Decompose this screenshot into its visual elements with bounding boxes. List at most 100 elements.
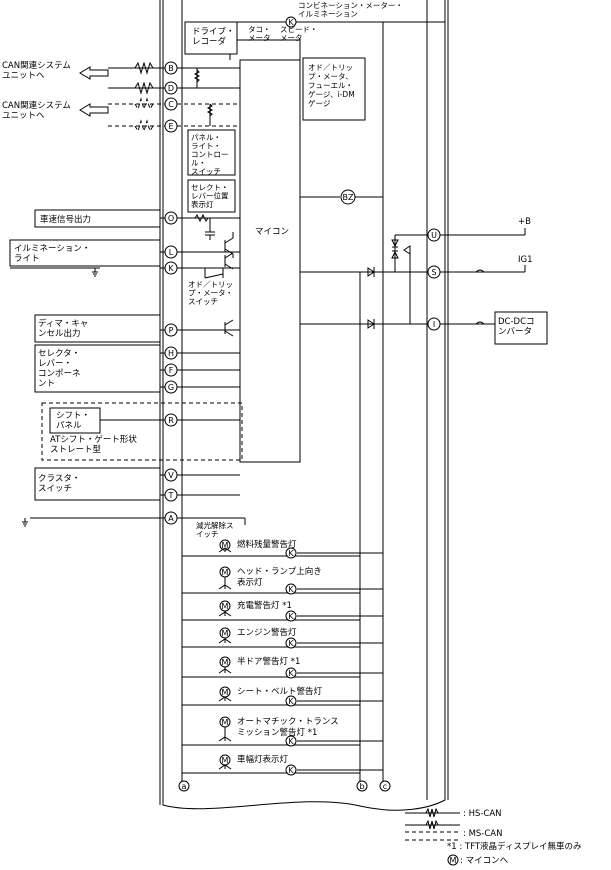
pin-g: G xyxy=(168,383,174,392)
can-system-label-2: CAN関連システムユニットへ xyxy=(2,100,71,121)
terminal-a: a xyxy=(182,782,187,791)
lamp-4-k-circle xyxy=(285,667,297,679)
meter-illumination-k: K xyxy=(288,18,294,27)
pin-f: F xyxy=(169,366,174,375)
lamp-4-label: 半ドア警告灯 *1 xyxy=(237,656,300,667)
lamp-1-micom: M xyxy=(222,568,229,577)
lamp-2-k: K xyxy=(288,612,294,621)
pin-e: E xyxy=(168,122,173,131)
lamp-6-switch xyxy=(218,727,232,742)
pin-o: O xyxy=(168,214,174,223)
lamp-2-label: 充電警告灯 *1 xyxy=(237,600,292,611)
lamp-5-switch xyxy=(218,696,232,702)
pin-p: P xyxy=(169,326,174,335)
lamp-1-label: ヘッド・ランプ上向き表示灯 xyxy=(237,566,322,588)
pin-r-circle xyxy=(164,413,178,427)
pin-v-circle xyxy=(164,468,178,482)
lamp-6-k: K xyxy=(288,737,294,746)
pin-c-circle xyxy=(164,97,178,111)
lamp-5-label: シート・ベルト警告灯 xyxy=(237,686,323,697)
lamp-7-label: 車幅灯表示灯 xyxy=(237,754,289,765)
terminal-c-circle xyxy=(379,780,391,792)
pin-t: T xyxy=(168,491,174,500)
pin-v: V xyxy=(168,471,174,480)
pin-c: C xyxy=(168,100,174,109)
diagram-labels: コンビネーション・メーター・イルミネーションドライブ・レコーダタコ・メータスピー… xyxy=(2,1,582,866)
lamp-3-switch xyxy=(218,638,232,644)
pin-t-circle xyxy=(164,488,178,502)
lamp-4-micom: M xyxy=(222,658,229,667)
pin-i-circle xyxy=(427,317,441,331)
can-system-label-1: CAN関連システムユニットへ xyxy=(2,60,71,81)
legend-hs-can: : HS-CAN xyxy=(463,809,502,819)
lamp-3-k: K xyxy=(288,639,294,648)
lamp-7-k-circle xyxy=(285,764,297,776)
lamp-4-k: K xyxy=(288,669,294,678)
pin-b-circle xyxy=(164,61,178,75)
pin-s: S xyxy=(431,268,436,277)
pin-b: B xyxy=(168,64,174,73)
legend-m-note: : マイコンへ xyxy=(460,856,509,866)
at-shift-gate-label: ATシフト・ゲート形状ストレート型 xyxy=(50,434,137,455)
lamp-2-k-circle xyxy=(285,610,297,622)
buzzer-circle xyxy=(340,189,356,205)
legend-ms-can: : MS-CAN xyxy=(463,829,502,839)
lamp-0-micom: M xyxy=(222,541,229,550)
lamp-2-switch xyxy=(218,611,232,617)
lamp-0-switch xyxy=(218,547,232,553)
lamp-0-k: K xyxy=(288,549,294,558)
pin-k-circle xyxy=(164,261,178,275)
odo-switch-label: オド／トリップ・メータ・スイッチ xyxy=(188,280,233,306)
lamp-3-label: エンジン警告灯 xyxy=(237,627,297,638)
lamp-5-micom: M xyxy=(222,688,229,697)
pin-u-circle xyxy=(427,228,441,242)
lamp-6-k-circle xyxy=(285,735,297,747)
legend-note-1: *1 : TFT液晶ディスプレイ無車のみ xyxy=(447,841,582,852)
lamp-3-micom: M xyxy=(222,629,229,638)
speed-meter-label: スピード・メータ xyxy=(280,25,318,43)
pin-a-circle xyxy=(164,511,178,525)
pin-l-circle xyxy=(164,245,178,259)
plus-b-label: +B xyxy=(518,217,531,227)
shift-panel-label: シフト・パネル xyxy=(56,411,90,431)
panel-light-switch-label: パネル・ライト・コントロール・スイッチ xyxy=(191,133,229,176)
pin-h: H xyxy=(168,349,174,358)
pin-h-circle xyxy=(164,346,178,360)
selector-lever-label: セレクタ・レバー・コンポーネント xyxy=(38,349,81,389)
meter-illumination-k-circle xyxy=(285,16,297,28)
terminal-b-circle xyxy=(356,780,368,792)
lamp-1-k-circle xyxy=(285,583,297,595)
legend-m-symbol-circle xyxy=(447,854,459,866)
illumination-light-label: イルミネーション・ライト xyxy=(14,244,90,264)
drive-recorder-label: ドライブ・レコーダ xyxy=(192,26,235,47)
lamp-1-switch xyxy=(218,577,232,590)
clutch-switch-label: クラスタ・スイッチ xyxy=(38,474,80,494)
tacho-meter-label: タコ・メータ xyxy=(248,25,271,43)
dimmer-cancel-output-label: ディマ・キャンセル出力 xyxy=(38,318,88,339)
pin-d-circle xyxy=(164,81,178,95)
pin-o-circle xyxy=(164,211,178,225)
pin-i: I xyxy=(433,320,435,329)
meter-title: コンビネーション・メーター・イルミネーション xyxy=(298,1,403,19)
diagram-lines xyxy=(9,0,548,841)
pin-l: L xyxy=(169,248,174,257)
terminal-c: c xyxy=(383,782,387,791)
pin-p-circle xyxy=(164,323,178,337)
lamp-6-micom: M xyxy=(222,718,229,727)
pin-r: R xyxy=(168,416,174,425)
lamp-6-label: オートマチック・トランスミッション警告灯 *1 xyxy=(237,717,339,738)
lamp-7-k: K xyxy=(288,766,294,775)
buzzer: BZ xyxy=(343,193,354,202)
pin-f-circle xyxy=(164,363,178,377)
pin-e-circle xyxy=(164,119,178,133)
lamp-1-k: K xyxy=(288,585,294,594)
pin-a: A xyxy=(168,514,174,523)
micom-label: マイコン xyxy=(255,227,289,237)
lamp-7-micom: M xyxy=(222,756,229,765)
pin-d: D xyxy=(168,84,174,93)
terminal-a-circle xyxy=(178,780,190,792)
lamp-5-k-circle xyxy=(285,695,297,707)
pin-g-circle xyxy=(164,380,178,394)
